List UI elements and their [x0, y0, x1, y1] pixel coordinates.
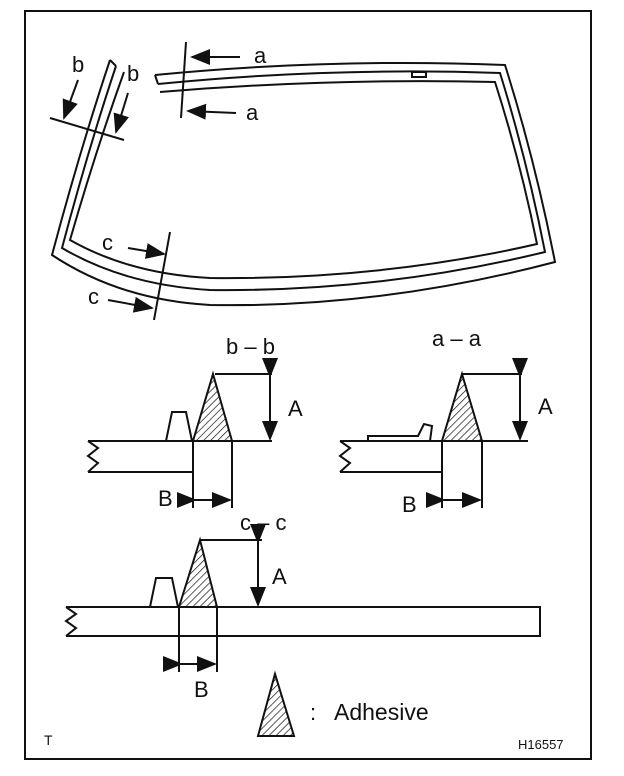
adhesive-bead-aa: [440, 370, 484, 442]
section-bb-drawing: [86, 358, 278, 508]
figure-code: H16557: [518, 737, 564, 752]
section-cc-dimension-a: A: [272, 564, 287, 589]
arrow-b-right-label: b: [127, 61, 139, 86]
legend-adhesive-label: Adhesive: [334, 699, 429, 725]
section-bb-dimension-a: A: [288, 396, 303, 421]
corner-mark: T: [44, 732, 53, 748]
adhesive-bead-cc: [177, 536, 219, 608]
adhesive-bead-bb: [191, 370, 234, 442]
section-cc-dimension-b: B: [194, 677, 209, 702]
section-cc-title: c – c: [240, 510, 286, 535]
section-bb-dimension-b: B: [158, 486, 173, 511]
section-line-b: [49, 79, 129, 141]
arrow-c-top-label: c: [102, 230, 113, 255]
legend-colon: :: [310, 700, 316, 725]
section-aa-drawing: [338, 358, 528, 508]
arrow-a-top-label: a: [254, 43, 267, 68]
arrow-a-bottom-label: a: [246, 100, 259, 125]
arrow-b-left-label: b: [72, 52, 84, 77]
section-aa-dimension-b: B: [402, 492, 417, 517]
section-line-a: [180, 41, 240, 120]
section-bb-title: b – b: [226, 334, 275, 359]
adhesive-legend-icon: [256, 670, 296, 737]
windshield-outline: [50, 59, 557, 307]
section-aa-dimension-a: A: [538, 394, 553, 419]
section-cc-drawing: [64, 524, 541, 672]
section-line-c: [107, 231, 171, 321]
section-aa-title: a – a: [432, 326, 482, 351]
arrow-c-bottom-label: c: [88, 284, 99, 309]
